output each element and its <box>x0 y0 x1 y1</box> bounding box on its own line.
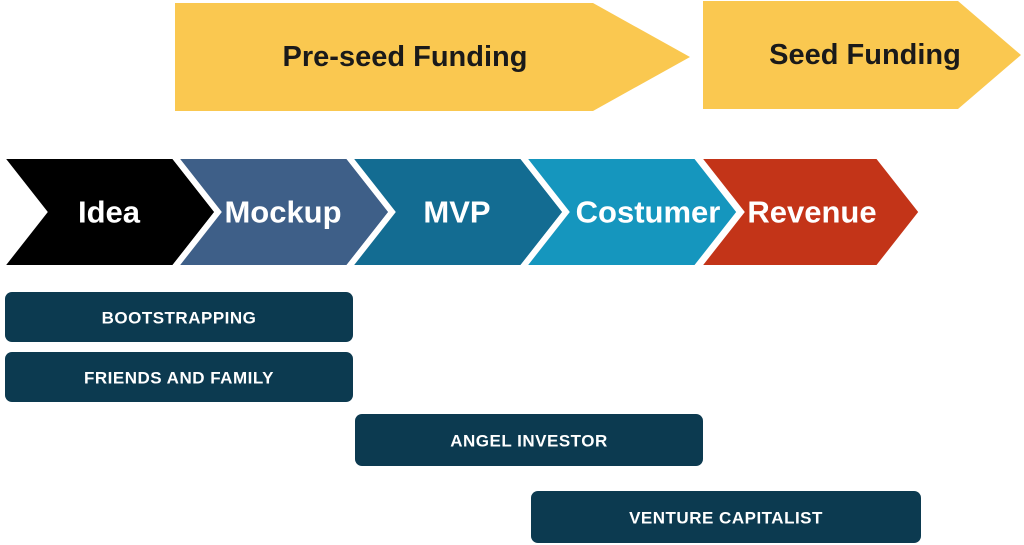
funding-source-bars: BOOTSTRAPPING FRIENDS AND FAMILY ANGEL I… <box>5 292 921 543</box>
venture-capitalist-bar <box>531 491 921 543</box>
funding-phase-preseed: Pre-seed Funding <box>175 3 690 111</box>
stage-costumer: Costumer <box>515 153 744 271</box>
funding-source-bootstrapping: BOOTSTRAPPING <box>5 292 353 342</box>
stage-idea-label: Idea <box>78 195 141 230</box>
stage-revenue-label: Revenue <box>747 195 876 230</box>
preseed-arrow-label: Pre-seed Funding <box>283 41 528 73</box>
friends-and-family-bar <box>5 352 353 402</box>
friends-and-family-bar-label: FRIENDS AND FAMILY <box>84 369 274 388</box>
seed-arrow-label: Seed Funding <box>769 39 961 71</box>
stage-mvp-label: MVP <box>423 195 490 230</box>
stage-revenue-chevron <box>690 153 926 271</box>
funding-source-venture-capitalist: VENTURE CAPITALIST <box>531 491 921 543</box>
seed-arrow-shape <box>703 1 1021 109</box>
preseed-arrow-shape <box>175 3 690 111</box>
stage-mockup-label: Mockup <box>224 195 341 230</box>
stage-chevrons: Idea Mockup MVP Costumer Revenue <box>0 153 926 271</box>
venture-capitalist-bar-label: VENTURE CAPITALIST <box>629 509 823 528</box>
funding-phase-seed: Seed Funding <box>703 1 1021 109</box>
funding-source-angel-investor: ANGEL INVESTOR <box>355 414 703 466</box>
angel-investor-bar <box>355 414 703 466</box>
angel-investor-bar-label: ANGEL INVESTOR <box>450 432 608 451</box>
stage-revenue: Revenue <box>690 153 926 271</box>
funding-source-friends-and-family: FRIENDS AND FAMILY <box>5 352 353 402</box>
bootstrapping-bar <box>5 292 353 342</box>
bootstrapping-bar-label: BOOTSTRAPPING <box>102 309 257 328</box>
stage-costumer-label: Costumer <box>576 195 721 230</box>
